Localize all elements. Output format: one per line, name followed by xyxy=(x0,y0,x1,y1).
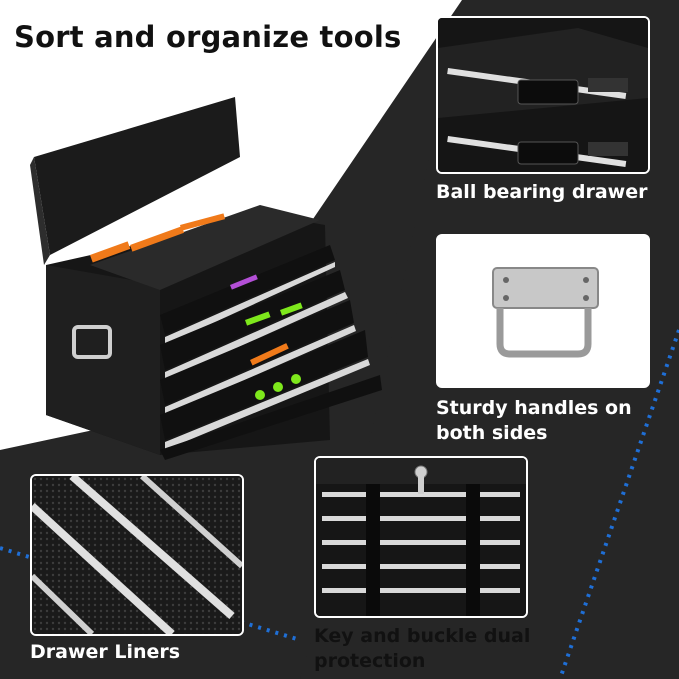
lock-icon xyxy=(414,465,428,494)
caption-key-and-buckle-line2: protection xyxy=(314,650,426,672)
headline: Sort and organize tools xyxy=(14,20,402,54)
caption-sturdy-handles-line1: Sturdy handles on xyxy=(436,397,632,419)
panel-key-and-buckle xyxy=(314,456,528,618)
chest-lid xyxy=(34,97,240,255)
tool-orange-3 xyxy=(180,213,226,231)
panel-sturdy-handles xyxy=(436,234,650,388)
socket-3 xyxy=(291,374,301,384)
socket-2 xyxy=(273,382,283,392)
tool-purple xyxy=(229,274,258,290)
drawer-trims xyxy=(322,492,520,593)
tool-orange-1 xyxy=(90,241,131,263)
caption-ball-bearing-drawer: Ball bearing drawer xyxy=(436,181,648,203)
buckle-strap-right xyxy=(466,484,480,616)
caption-key-and-buckle: Key and buckle dual protection xyxy=(314,624,530,674)
chest-tray xyxy=(90,205,320,290)
tool-green-1 xyxy=(244,311,271,326)
tool-chest-image xyxy=(30,95,390,469)
buckle-strap-left xyxy=(366,484,380,616)
tool-orange-2 xyxy=(130,226,185,252)
side-handle xyxy=(72,325,112,359)
tool-green-2 xyxy=(280,302,303,316)
dotted-accent-left xyxy=(0,546,301,642)
handle-icon xyxy=(492,267,599,358)
panel-ball-bearing-drawer xyxy=(436,16,650,174)
caption-drawer-liners: Drawer Liners xyxy=(30,641,181,663)
panel-drawer-liners xyxy=(30,474,244,636)
caption-sturdy-handles-line2: both sides xyxy=(436,422,548,444)
dotted-accent-right xyxy=(558,329,679,679)
drawers xyxy=(160,245,382,460)
caption-key-and-buckle-line1: Key and buckle dual xyxy=(314,625,531,647)
socket-1 xyxy=(255,390,265,400)
tool-orange-4 xyxy=(250,343,289,366)
caption-sturdy-handles: Sturdy handles on both sides xyxy=(436,396,632,446)
